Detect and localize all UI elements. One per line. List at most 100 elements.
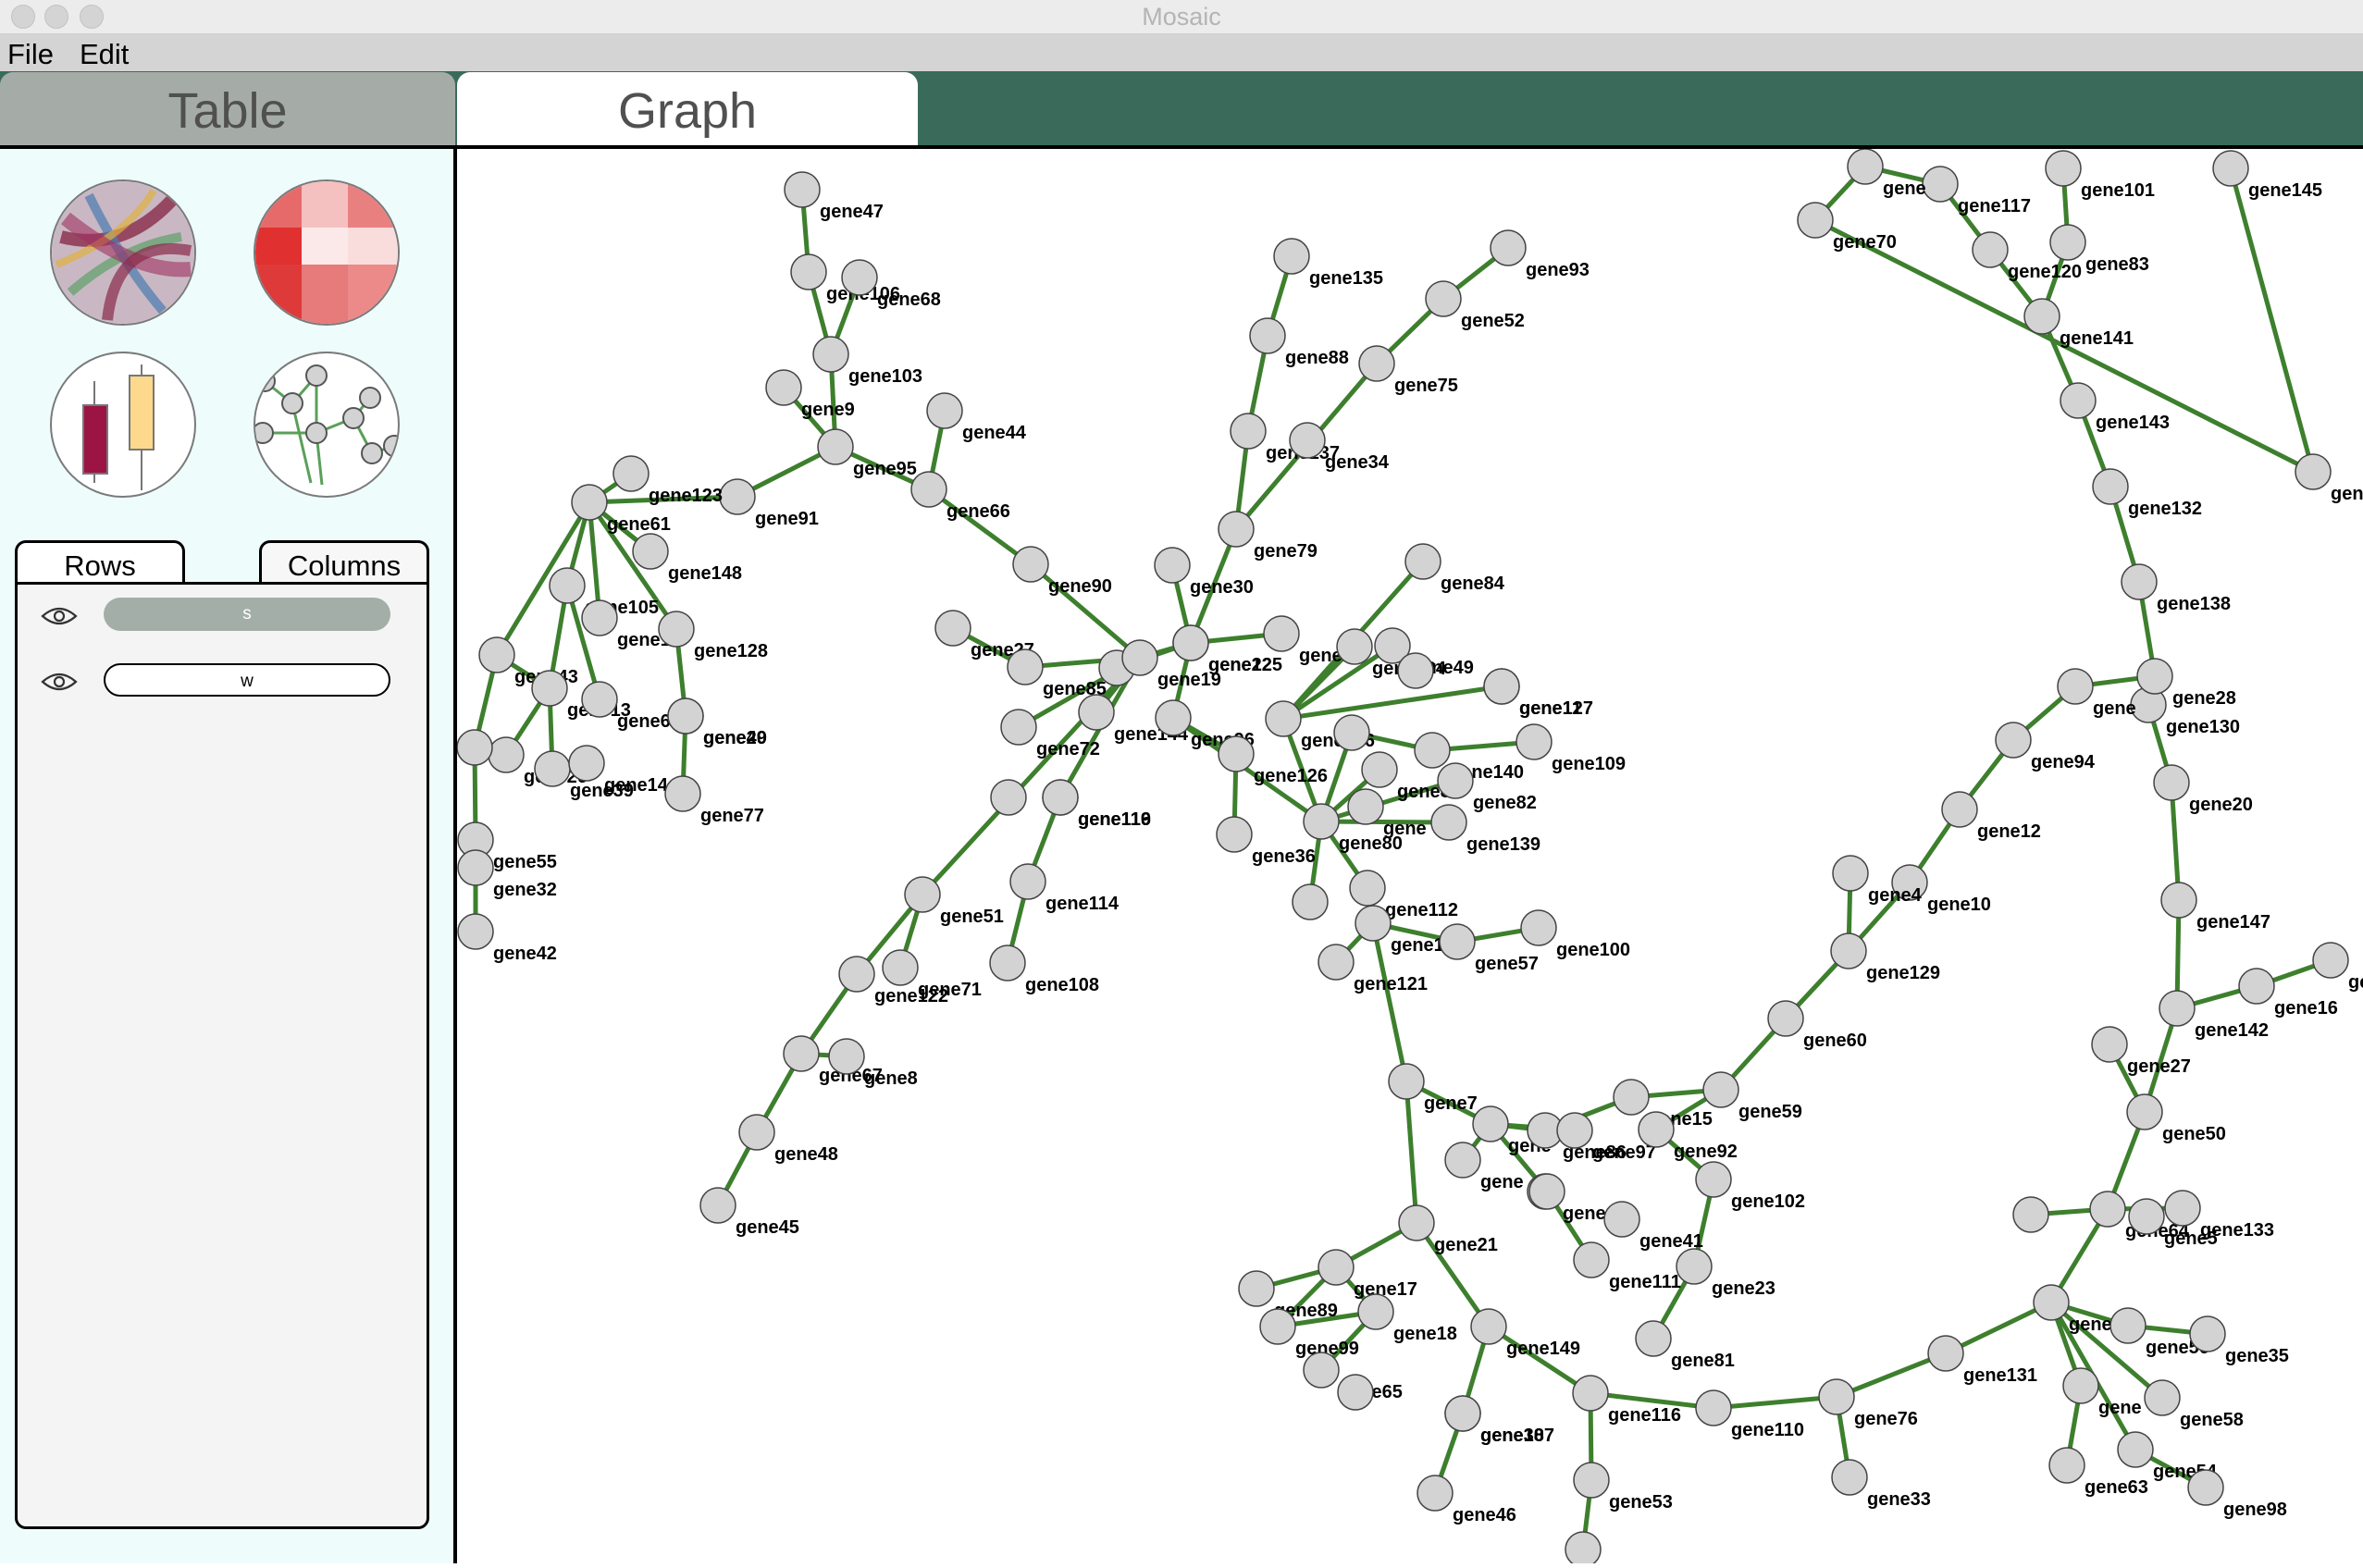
graph-node[interactable]: gene126 [1218,735,1328,786]
zoom-window-button[interactable] [80,5,104,29]
graph-node[interactable]: gene141 [2023,298,2134,349]
node-circle[interactable] [1891,864,1928,901]
node-circle[interactable] [1007,648,1044,685]
node-circle[interactable] [478,636,515,673]
node-circle[interactable] [534,750,571,787]
node-circle[interactable] [1528,1173,1565,1210]
node-circle[interactable] [1831,1459,1868,1496]
node-circle[interactable] [990,779,1027,816]
graph-node[interactable]: gene66 [910,471,1010,522]
node-circle[interactable] [2057,668,2094,705]
graph-node[interactable]: gene34 [1289,422,1390,473]
node-circle[interactable] [1155,699,1192,736]
eye-icon[interactable] [41,671,78,693]
node-circle[interactable] [1172,624,1209,661]
graph-node[interactable]: gene61 [571,484,671,535]
node-circle[interactable] [812,336,849,373]
graph-node[interactable]: gene28 [2136,658,2236,709]
column-pill-w[interactable]: w [104,663,390,697]
graph-node[interactable]: gene139 [1430,804,1540,855]
node-circle[interactable] [664,775,701,812]
graph-node[interactable]: gene55 [457,821,557,872]
heatmap-thumbnail[interactable] [254,179,400,326]
graph-node[interactable]: gene23 [1676,1248,1775,1299]
node-circle[interactable] [1289,422,1326,459]
menu-edit[interactable]: Edit [80,38,130,70]
node-circle[interactable] [1847,148,1884,185]
node-circle[interactable] [934,610,971,647]
node-circle[interactable] [1042,779,1079,816]
node-circle[interactable] [1263,615,1300,652]
graph-node[interactable]: gene75 [1358,345,1458,396]
node-circle[interactable] [581,681,618,718]
node-circle[interactable] [457,913,494,950]
node-circle[interactable] [1154,547,1191,584]
graph-node[interactable]: gene80 [1303,803,1403,854]
node-circle[interactable] [1490,229,1527,266]
node-circle[interactable] [1676,1248,1713,1285]
graph-node[interactable]: gene44 [926,392,1027,443]
graph-node[interactable]: gene130 [2130,686,2240,737]
graph-node[interactable]: gene39 [534,750,634,801]
graph-node[interactable]: gene14 [568,745,669,796]
graph-node[interactable] [456,729,493,766]
graph-node[interactable]: gene149 [1470,1308,1580,1359]
node-circle[interactable] [667,698,704,735]
node-circle[interactable] [1361,751,1398,788]
node-circle[interactable] [926,392,963,429]
node-circle[interactable] [581,599,618,636]
node-circle[interactable] [1216,816,1253,853]
graph-node[interactable]: gene36 [1216,816,1316,867]
node-circle[interactable] [904,876,941,913]
graph-node[interactable]: gene42 [457,913,557,964]
graph-node[interactable]: gene142 [2159,990,2269,1041]
graph-node[interactable]: gene92 [1638,1111,1738,1162]
graph-node[interactable]: gene108 [989,945,1099,995]
node-circle[interactable] [784,171,821,208]
node-circle[interactable] [1337,1374,1374,1411]
graph-node[interactable]: gene135 [1273,238,1383,289]
graph-node[interactable]: gene138 [2121,563,2231,614]
graph-node[interactable] [1337,1374,1374,1411]
node-circle[interactable] [2060,382,2097,419]
graph-node[interactable]: gene93 [1490,229,1590,280]
node-circle[interactable] [1470,1308,1507,1345]
graph-node[interactable]: gene72 [1000,709,1100,759]
node-circle[interactable] [828,1038,865,1075]
graph-node[interactable]: gene51 [904,876,1004,927]
graph-node[interactable]: gene76 [1818,1378,1918,1429]
node-circle[interactable] [1520,909,1557,946]
node-circle[interactable] [1702,1071,1739,1108]
node-circle[interactable] [1767,1000,1804,1037]
graph-node[interactable]: gene21 [1398,1204,1498,1255]
graph-node[interactable]: gene117 [1922,166,2031,216]
graph-node[interactable]: gene38 [1444,1395,1544,1446]
graph-node[interactable]: gene9 [765,369,855,420]
graph-node[interactable]: gene [1847,148,1926,199]
graph-node[interactable]: gene7 [1388,1063,1478,1114]
graph-node[interactable]: gene67 [783,1035,883,1086]
graph-node[interactable]: gene60 [1767,1000,1867,1051]
graph-node[interactable]: gene59 [1702,1071,1802,1122]
node-circle[interactable] [1078,694,1115,731]
node-circle[interactable] [1121,639,1158,676]
graph-node[interactable] [1333,714,1370,751]
graph-node[interactable]: gene30 [1154,547,1254,598]
node-circle[interactable] [2092,468,2129,505]
node-circle[interactable] [2128,1198,2165,1235]
graph-node[interactable]: gene [2057,668,2136,719]
node-circle[interactable] [1358,345,1395,382]
graph-node[interactable]: gene63 [2048,1447,2148,1498]
node-circle[interactable] [841,259,878,296]
graph-node[interactable]: gene33 [1831,1459,1931,1510]
graph-node[interactable] [2012,1196,2049,1233]
node-circle[interactable] [658,611,695,648]
node-circle[interactable] [1437,762,1474,799]
graph-node[interactable]: gene88 [1249,317,1349,368]
graph-node[interactable]: gene50 [2126,1093,2226,1144]
node-circle[interactable] [2159,990,2196,1027]
graph-node[interactable] [1397,652,1434,689]
graph-node[interactable]: gene [1263,615,1342,666]
node-circle[interactable] [1009,863,1046,900]
graph-node[interactable]: gene148 [632,533,742,584]
